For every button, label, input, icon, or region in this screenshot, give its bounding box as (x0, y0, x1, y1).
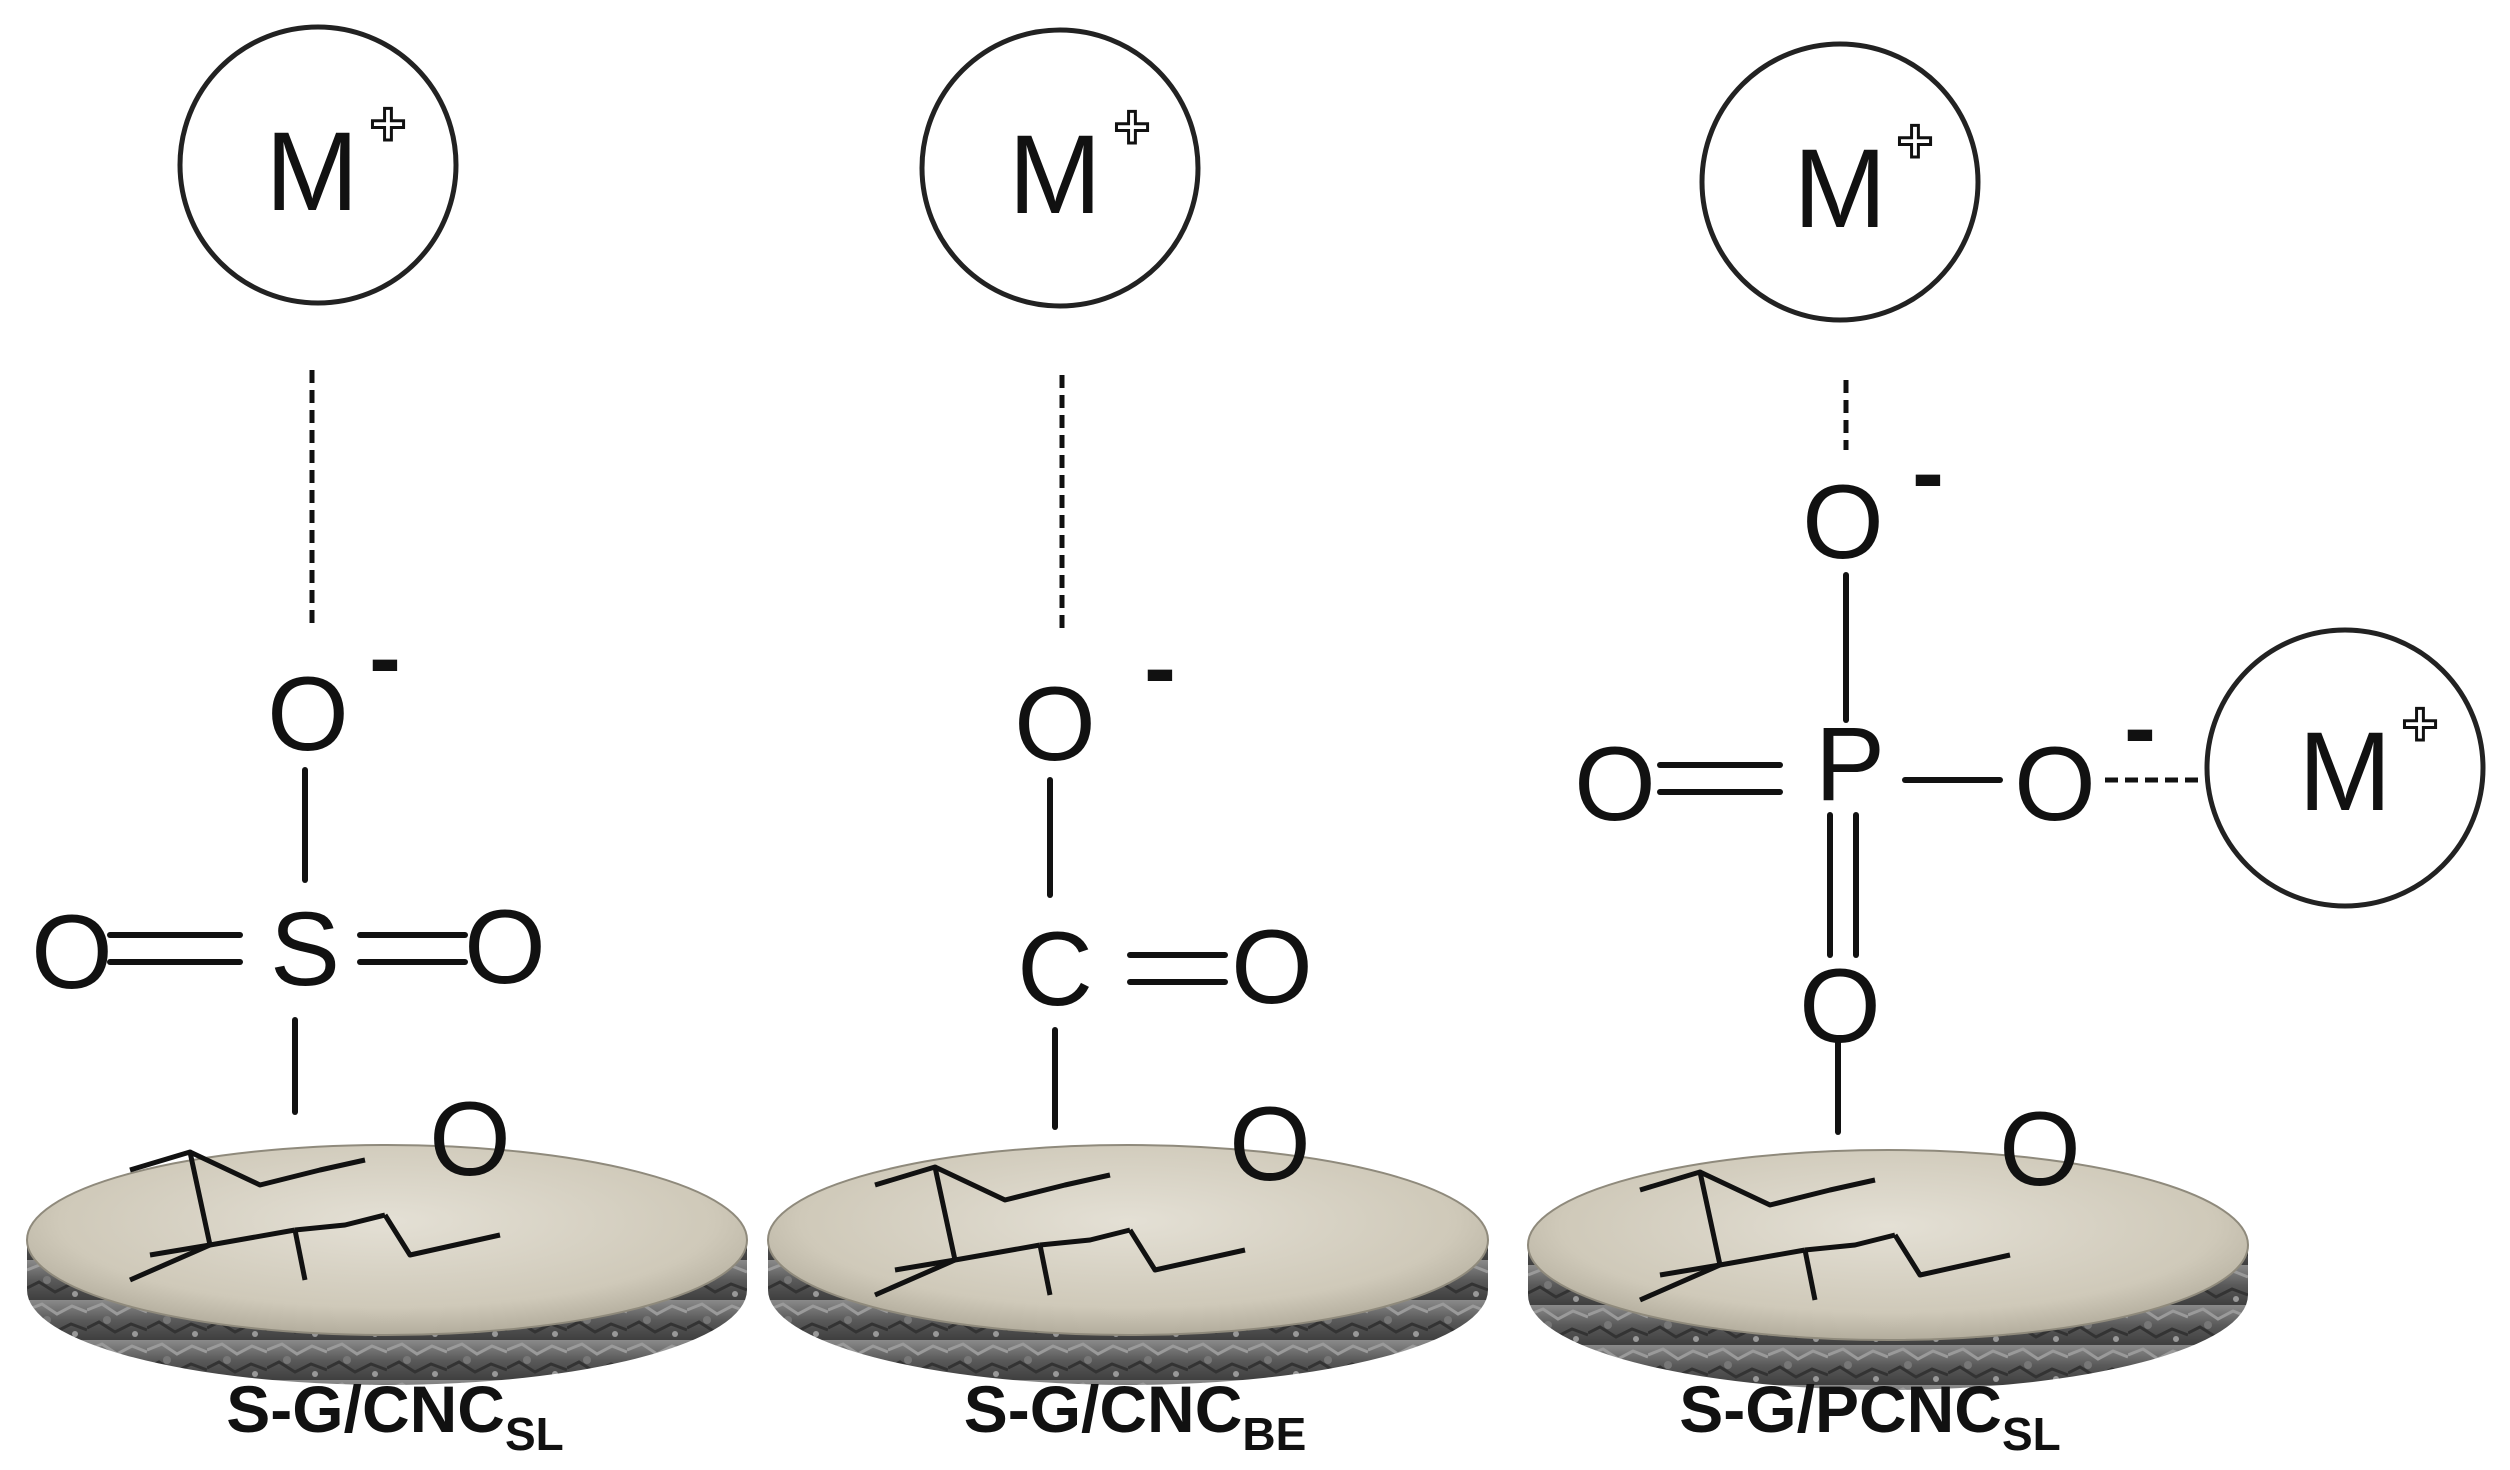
plus-charge: + (370, 90, 406, 159)
plus-charge: + (2402, 690, 2438, 759)
panel-label: S-G/CNCBE (964, 1372, 1307, 1460)
panel-sulfate: O O S O O - M + S-G/CNCSL (26, 24, 748, 1460)
anionic-oxygen-side: O (2014, 726, 2096, 843)
ring-oxygen: O (1229, 1086, 1311, 1203)
metal-ion: M + (919, 27, 1201, 309)
cnc-disc (767, 1144, 1489, 1386)
metal-symbol: M (265, 109, 358, 234)
ring-oxygen: O (429, 1081, 511, 1198)
negative-charge-side: - (2124, 674, 2156, 781)
anionic-oxygen: O (267, 656, 349, 773)
panel-label: S-G/PCNCSL (1679, 1372, 2060, 1460)
panel-label: S-G/CNCSL (226, 1372, 563, 1460)
sulfur-atom: S (270, 891, 340, 1008)
metal-ion-top: M + (1699, 41, 1981, 323)
panel-carboxylate: O C O O - M + S-G/CNCBE (767, 27, 1489, 1460)
ring-oxygen: O (1999, 1091, 2081, 1208)
carbonyl-oxygen: O (1231, 909, 1313, 1026)
negative-charge: - (1144, 614, 1176, 721)
panel-phosphate: O O O P O - O - M + M + S-G/PCNCSL (1527, 41, 2486, 1460)
metal-symbol: M (1793, 126, 1886, 251)
carbon-atom: C (1017, 911, 1093, 1028)
metal-ion-side: M + (2204, 627, 2486, 909)
anionic-oxygen-top: O (1802, 464, 1884, 581)
metal-ion: M + (177, 24, 459, 306)
anionic-oxygen: O (1014, 666, 1096, 783)
sulfonyl-oxygen-right: O (464, 889, 546, 1006)
cnc-disc (1527, 1149, 2249, 1391)
phosphorus-atom: P (1815, 706, 1885, 823)
negative-charge: - (369, 604, 401, 711)
metal-symbol: M (1008, 112, 1101, 237)
phosphoryl-oxygen: O (1574, 726, 1656, 843)
metal-symbol: M (2298, 709, 2391, 834)
ester-oxygen: O (1799, 948, 1881, 1065)
plus-charge: + (1897, 107, 1933, 176)
plus-charge: + (1114, 93, 1150, 162)
sulfonyl-oxygen-left: O (31, 894, 113, 1011)
cnc-disc (26, 1144, 748, 1386)
negative-charge-top: - (1912, 419, 1944, 526)
